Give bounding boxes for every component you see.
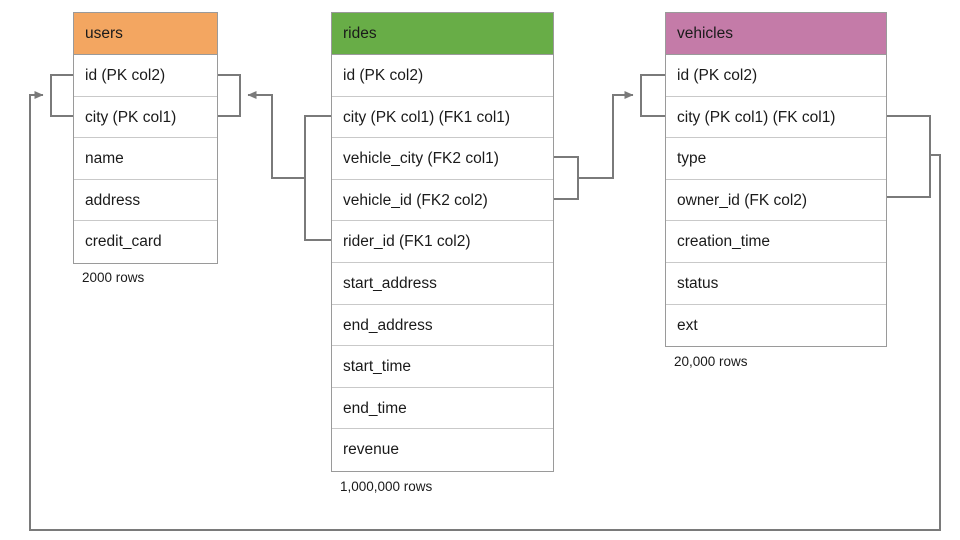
table-vehicles-header: vehicles [666, 13, 886, 55]
table-rides-header: rides [332, 13, 553, 55]
table-row[interactable]: start_time [332, 346, 553, 388]
table-users[interactable]: users id (PK col2) city (PK col1) name a… [73, 12, 218, 264]
column-label: type [677, 150, 707, 168]
table-vehicles-title: vehicles [677, 25, 733, 42]
table-row[interactable]: vehicle_id (FK2 col2) [332, 179, 553, 222]
table-row[interactable]: name [74, 138, 217, 180]
table-row[interactable]: id (PK col2) [332, 55, 553, 97]
column-label: city (PK col1) [85, 108, 177, 126]
table-row[interactable]: id (PK col2) [666, 55, 886, 97]
table-row[interactable]: owner_id (FK col2) [666, 179, 886, 222]
column-label: start_address [343, 274, 437, 292]
table-row[interactable]: end_time [332, 387, 553, 430]
table-rides[interactable]: rides id (PK col2) city (PK col1) (FK1 c… [331, 12, 554, 472]
table-row[interactable]: id (PK col2) [74, 55, 217, 97]
column-label: id (PK col2) [343, 67, 424, 84]
column-label: start_time [343, 358, 412, 376]
table-row[interactable]: city (PK col1) (FK1 col1) [332, 96, 553, 139]
column-label: revenue [343, 441, 400, 459]
table-row[interactable]: rider_id (FK1 col2) [332, 221, 553, 263]
table-row[interactable]: vehicle_city (FK2 col1) [332, 138, 553, 180]
table-rides-title: rides [343, 25, 377, 42]
rides-fk1-link [247, 91, 305, 179]
column-label: vehicle_id (FK2 col2) [343, 191, 488, 209]
table-vehicles-row-count: 20,000 rows [674, 354, 748, 369]
rides-fk2-bracket [554, 156, 579, 200]
table-vehicles[interactable]: vehicles id (PK col2) city (PK col1) (FK… [665, 12, 887, 348]
table-row[interactable]: address [74, 179, 217, 222]
column-label: creation_time [677, 233, 771, 251]
table-row[interactable]: ext [666, 304, 886, 347]
table-row[interactable]: type [666, 138, 886, 180]
column-label: end_address [343, 316, 433, 334]
rides-fk1-bracket [304, 115, 331, 241]
column-label: address [85, 191, 141, 209]
column-label: owner_id (FK col2) [677, 191, 808, 209]
column-label: rider_id (FK1 col2) [343, 233, 471, 251]
column-label: vehicle_city (FK2 col1) [343, 150, 499, 168]
table-row[interactable]: revenue [332, 429, 553, 471]
table-row[interactable]: creation_time [666, 221, 886, 263]
vehicles-fk-bracket [887, 115, 931, 198]
users-pk-bracket [218, 74, 241, 117]
column-label: name [85, 150, 124, 168]
table-row[interactable]: city (PK col1) [74, 96, 217, 139]
table-row[interactable]: end_address [332, 304, 553, 347]
table-row[interactable]: start_address [332, 262, 553, 305]
column-label: credit_card [85, 233, 162, 251]
column-label: status [677, 274, 719, 292]
table-users-row-count: 2000 rows [82, 270, 145, 285]
table-row[interactable]: city (PK col1) (FK col1) [666, 96, 886, 139]
column-label: end_time [343, 399, 407, 417]
vehicles-pk-bracket [640, 74, 665, 117]
column-label: id (PK col2) [677, 67, 758, 84]
table-rides-row-count: 1,000,000 rows [340, 479, 433, 494]
column-label: city (PK col1) (FK1 col1) [343, 108, 511, 126]
column-label: ext [677, 316, 698, 334]
column-label: city (PK col1) (FK col1) [677, 108, 836, 126]
table-users-header: users [74, 13, 217, 55]
users-pk-bracket-left [50, 74, 73, 117]
rides-fk2-to-vehicles-link [578, 91, 634, 179]
table-row[interactable]: status [666, 262, 886, 305]
table-users-title: users [85, 25, 123, 42]
table-row[interactable]: credit_card [74, 221, 217, 263]
column-label: id (PK col2) [85, 67, 166, 84]
